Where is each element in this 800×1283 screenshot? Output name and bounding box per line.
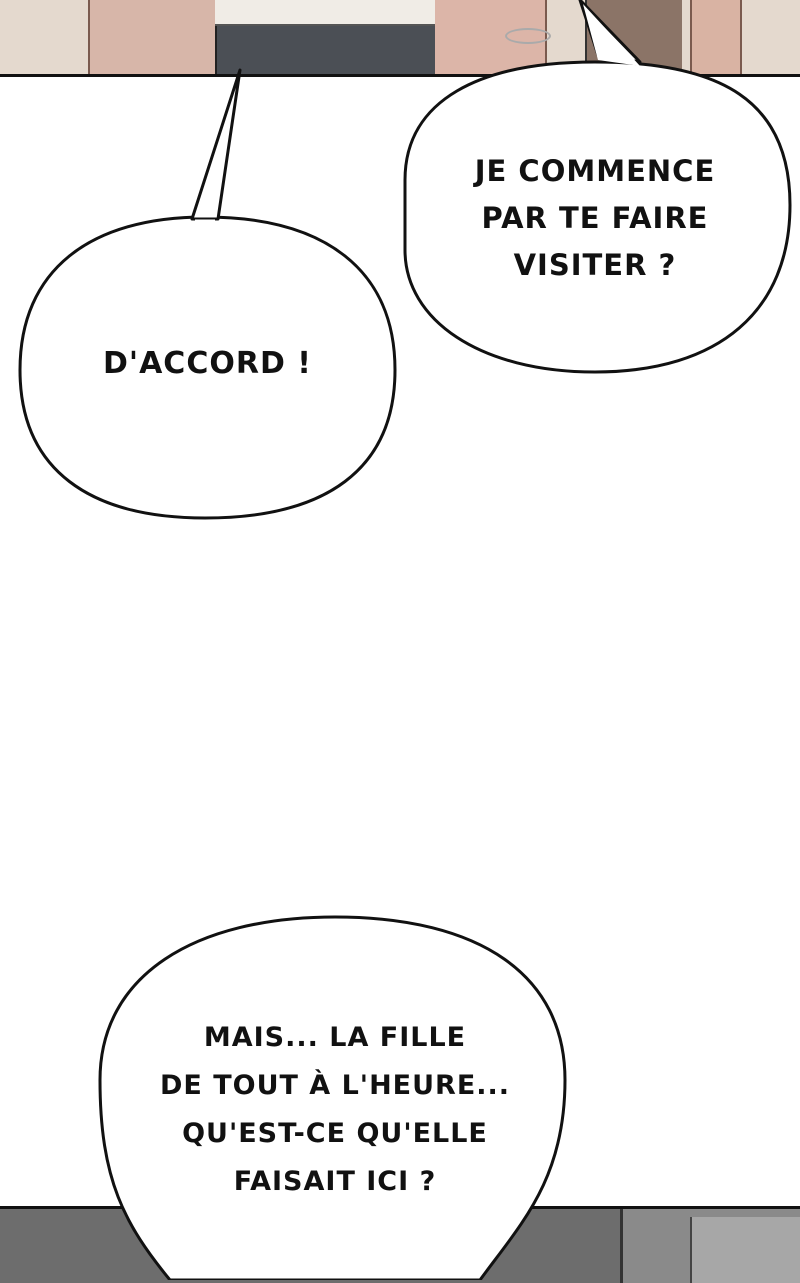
- speech-bubble-question: [98, 915, 567, 1280]
- top-panel-artwork: [0, 0, 800, 77]
- dialogue-line: MAIS... LA FILLE: [203, 1022, 467, 1053]
- bubble-tail-accord: [190, 68, 242, 221]
- second-figure-hand: [690, 0, 742, 74]
- dialogue-line: D'ACCORD !: [103, 346, 312, 381]
- dialogue-line: DE TOUT À L'HEURE...: [159, 1070, 511, 1101]
- window-pane: [690, 1217, 800, 1283]
- dialogue-line: JE COMMENCE: [474, 154, 716, 188]
- dialogue-line: QU'EST-CE QU'ELLE: [182, 1118, 488, 1149]
- character-arm-left: [88, 0, 222, 74]
- bubble-text-accord: D'ACCORD !: [60, 340, 355, 387]
- dialogue-line: VISITER ?: [513, 248, 677, 282]
- bracelet: [505, 28, 551, 44]
- bubble-text-visit: JE COMMENCE PAR TE FAIRE VISITER ?: [440, 148, 750, 289]
- dialogue-line: FAISAIT ICI ?: [233, 1166, 437, 1197]
- bubble-text-question: MAIS... LA FILLE DE TOUT À L'HEURE... QU…: [130, 1014, 540, 1206]
- dialogue-line: PAR TE FAIRE: [481, 201, 709, 235]
- speech-bubble-visit: [403, 0, 792, 374]
- speech-bubble-accord: [18, 68, 397, 520]
- character-shirt: [215, 0, 435, 26]
